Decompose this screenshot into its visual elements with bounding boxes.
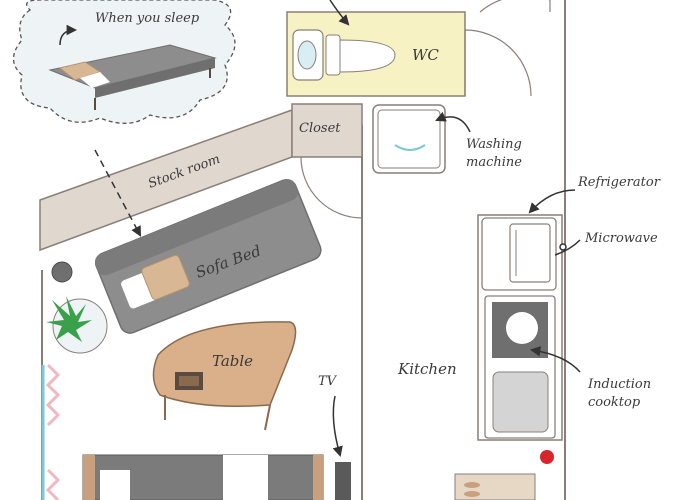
bottom-bed (82, 454, 324, 500)
label-induction-2: cooktop (588, 395, 641, 410)
label-table: Table (212, 352, 253, 370)
closet-door (300, 156, 363, 219)
label-washing-2: machine (466, 155, 522, 170)
curtain-bottom (45, 468, 61, 500)
wc-door (464, 29, 532, 97)
sleep-cloud (12, 0, 236, 124)
curtain (45, 363, 61, 427)
label-induction-1: Induction (587, 377, 651, 392)
label-kitchen: Kitchen (397, 360, 457, 378)
wc-sink-bowl (297, 40, 317, 70)
toilet-bowl (339, 39, 396, 73)
label-wc: WC (412, 46, 439, 64)
lamp (51, 261, 73, 283)
closet-wall (291, 103, 363, 158)
sofa-bed (94, 178, 322, 334)
label-washing-1: Washing (466, 137, 522, 152)
washing-machine (372, 104, 446, 174)
label-closet: Closet (299, 121, 341, 136)
label-microwave: Microwave (584, 231, 658, 246)
dining-table (152, 321, 297, 431)
microwave (509, 223, 551, 283)
top-door (479, 0, 551, 13)
tv-stand (335, 462, 351, 500)
sleep-arrow (94, 149, 141, 237)
toilet-tank (325, 34, 341, 76)
red-dot (540, 450, 554, 464)
label-tv: TV (318, 374, 338, 389)
callout-arrows (329, 0, 581, 458)
plant (46, 296, 92, 342)
label-refrigerator: Refrigerator (577, 175, 661, 190)
kitchen-sink (492, 371, 549, 433)
label-when-you-sleep: When you sleep (95, 11, 200, 26)
